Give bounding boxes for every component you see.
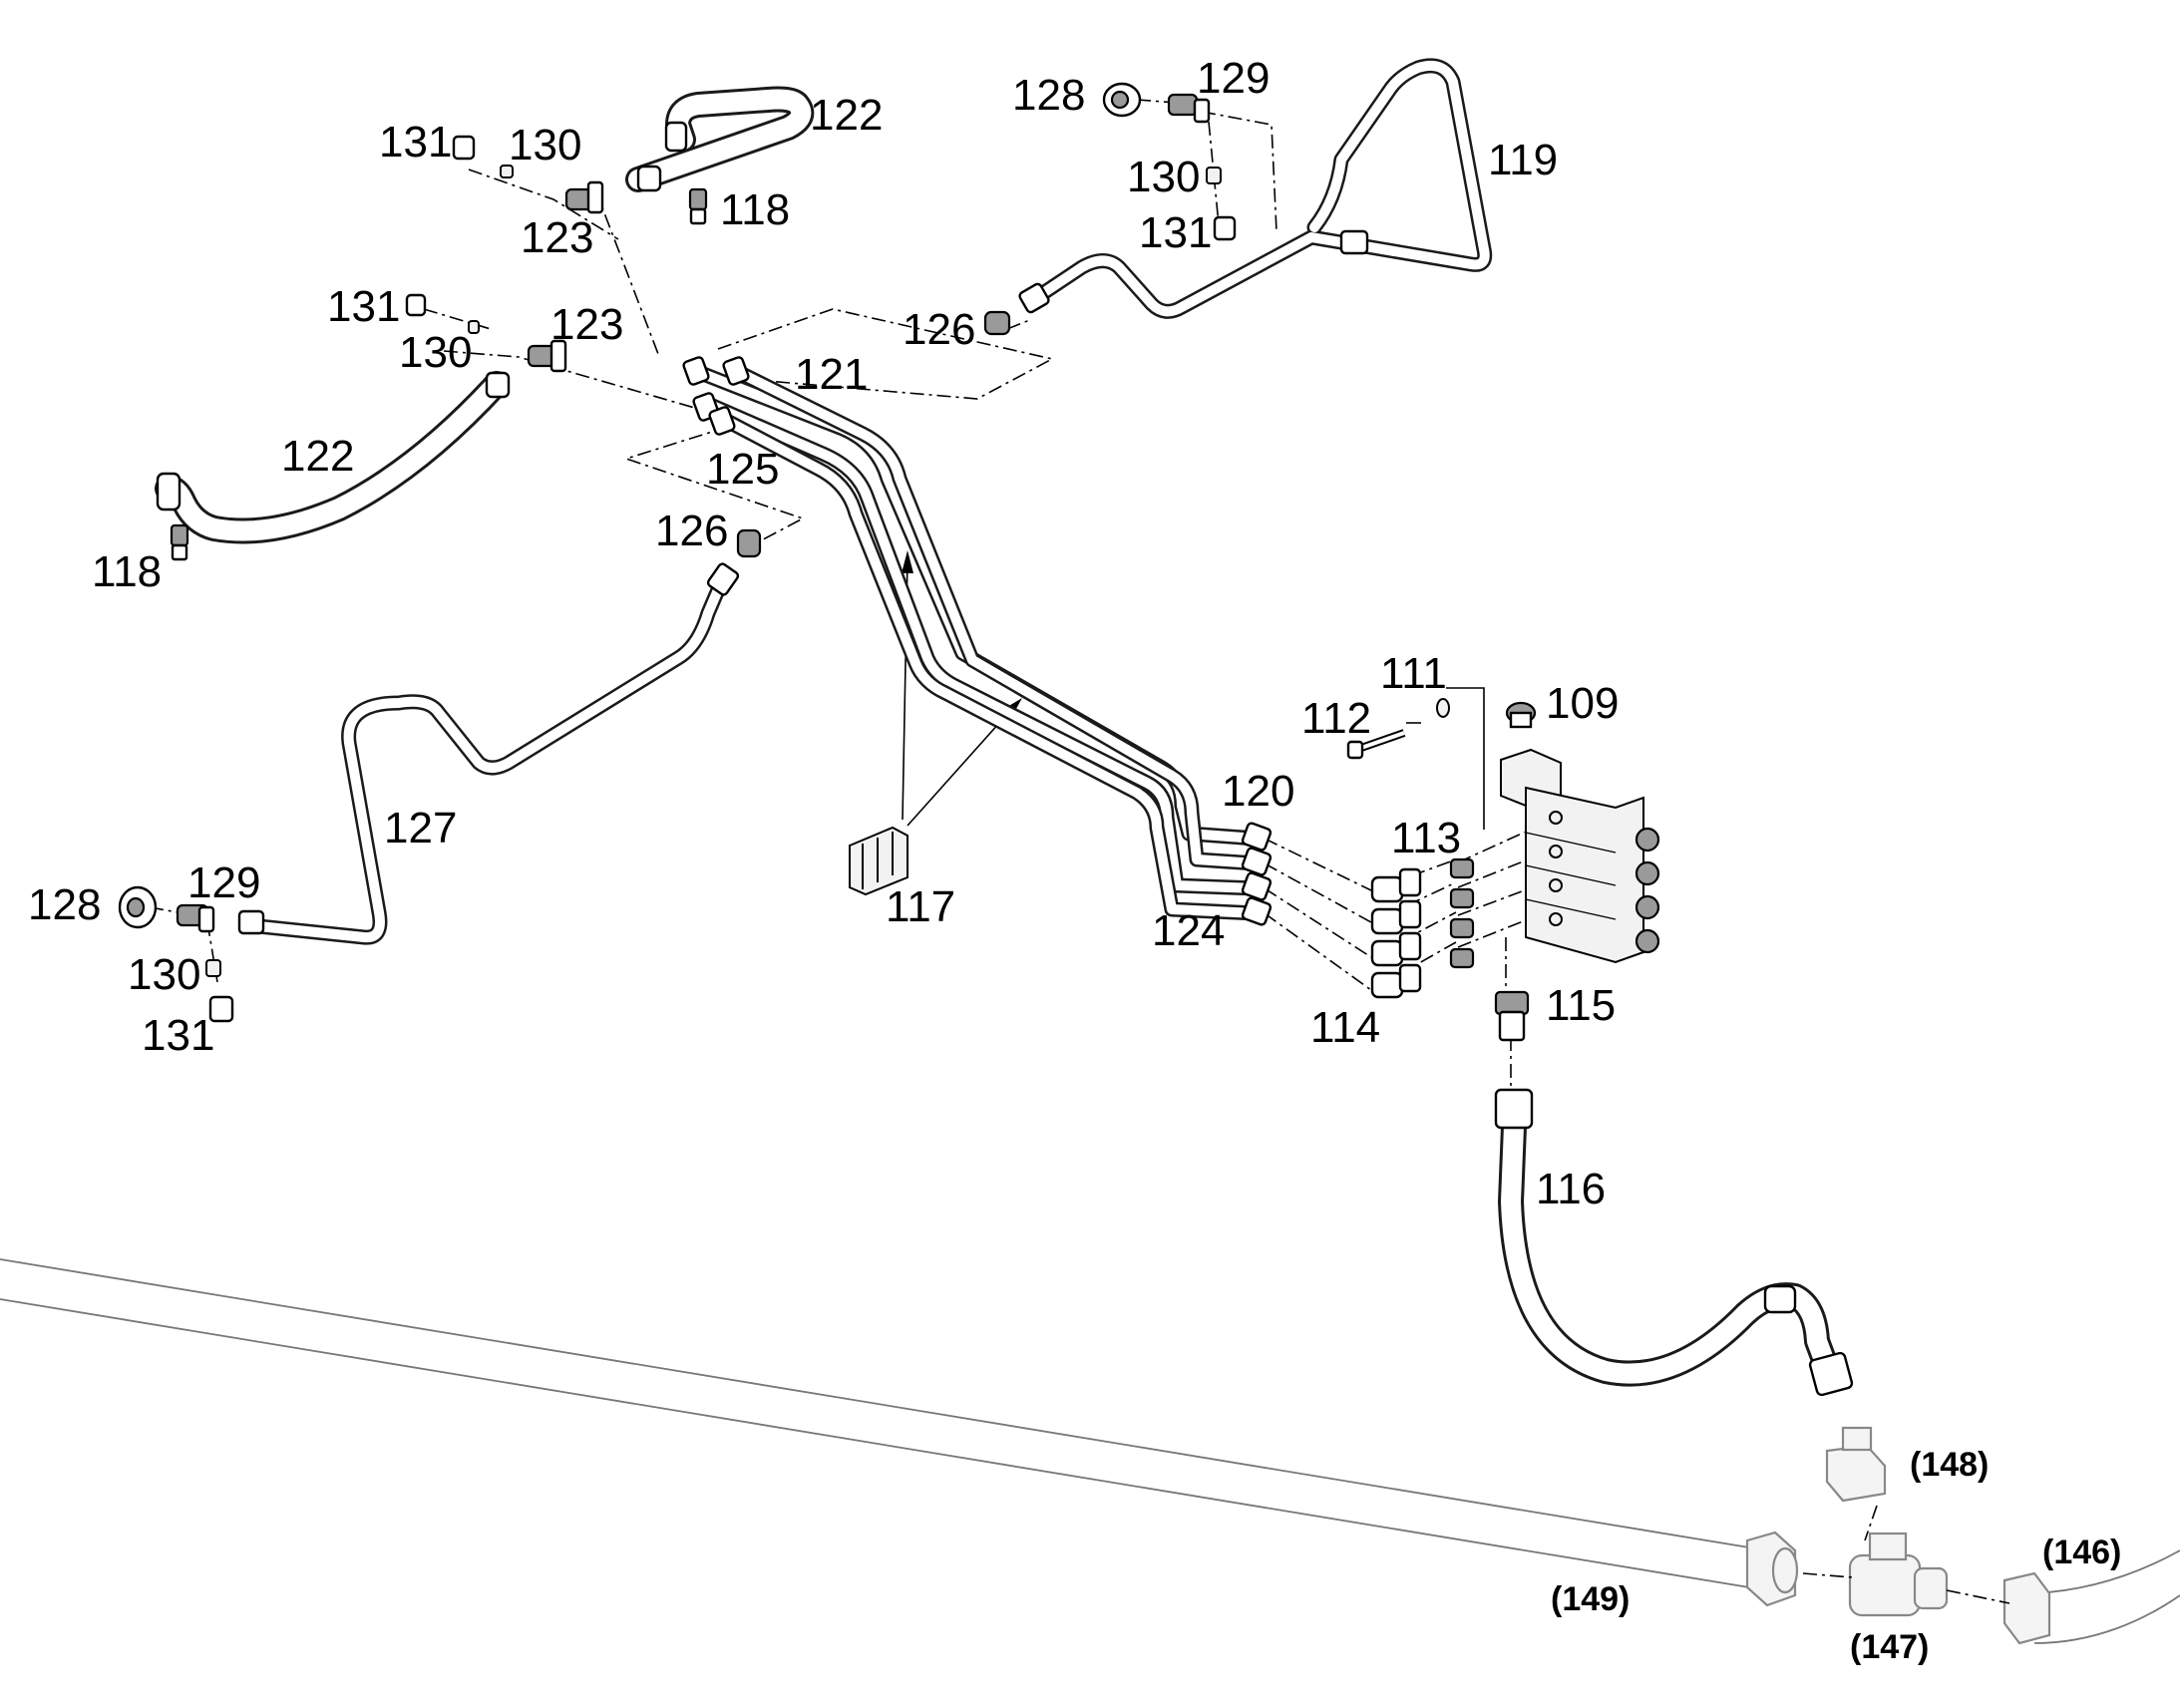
part-112-bolt [1346, 729, 1406, 760]
label-121: 121 [795, 350, 868, 399]
part-111-washer [1436, 698, 1450, 718]
label-147: (147) [1850, 1628, 1929, 1666]
label-115: 115 [1546, 981, 1616, 1030]
part-131-caps-upper [405, 135, 476, 317]
label-126-lower: 126 [655, 507, 728, 555]
hose-122-upper [625, 86, 815, 192]
label-112: 112 [1301, 694, 1371, 743]
part-130-131-top-right [1206, 167, 1237, 241]
part-124-elbows [1370, 867, 1422, 999]
label-131-mid-left: 131 [327, 282, 400, 331]
label-122-upper: 122 [810, 91, 883, 140]
part-123-tees [527, 180, 604, 373]
label-127: 127 [384, 804, 457, 853]
label-123-upper: 123 [521, 213, 593, 262]
part-146-nut [2002, 1571, 2051, 1645]
part-126-banjos [736, 310, 1011, 558]
label-113: 113 [1391, 814, 1461, 862]
label-129-lower: 129 [187, 858, 260, 907]
part-109-plug [1505, 701, 1537, 729]
label-130-upper-left: 130 [509, 121, 581, 170]
label-130-mid-left: 130 [399, 328, 472, 377]
valve-block [1500, 748, 1660, 964]
label-114: 114 [1310, 1003, 1380, 1052]
part-147-tee [1848, 1532, 1949, 1617]
label-109: 109 [1546, 679, 1619, 728]
part-128-top-right [1102, 82, 1142, 118]
label-130-lower-left: 130 [128, 950, 200, 999]
part-128-bottom-left [118, 885, 158, 929]
label-124: 124 [1152, 906, 1225, 955]
pipe-119 [1026, 58, 1493, 319]
part-149-union-nut [1745, 1531, 1799, 1607]
label-117: 117 [886, 882, 955, 931]
hose-122-lower [155, 371, 510, 544]
part-118-adapters [170, 187, 708, 561]
label-148: (148) [1910, 1446, 1989, 1484]
part-148-adapter [1825, 1426, 1887, 1503]
label-123-lower: 123 [550, 300, 623, 349]
label-149: (149) [1551, 1580, 1630, 1618]
part-130-131-bottom-left [205, 959, 234, 1023]
pipe-127 [241, 570, 731, 945]
label-116: 116 [1536, 1165, 1606, 1213]
part-116-hose-ends [1494, 1088, 1854, 1397]
label-129-upper: 129 [1197, 54, 1270, 103]
background-pipe-right [2033, 1549, 2180, 1644]
label-131-lower-left: 131 [142, 1011, 214, 1060]
label-120: 120 [1222, 767, 1294, 816]
label-128-lower: 128 [28, 880, 101, 929]
label-118-lower: 118 [92, 547, 162, 596]
label-131-upper-right: 131 [1139, 208, 1212, 257]
part-130-rings-upper [468, 165, 514, 334]
part-113-adapters [1449, 857, 1475, 969]
label-119: 119 [1488, 136, 1558, 184]
label-130-upper-right: 130 [1127, 153, 1200, 201]
label-128-upper: 128 [1012, 71, 1085, 120]
label-146: (146) [2042, 1534, 2121, 1571]
part-117-clamp [849, 826, 908, 896]
label-131-upper-left: 131 [379, 118, 452, 167]
part-115-adapter [1494, 990, 1530, 1042]
label-126-upper: 126 [903, 305, 975, 354]
callout-labels: 109 111 112 113 114 115 116 117 118 118 … [28, 54, 2121, 1666]
label-122-lower: 122 [281, 432, 354, 481]
hose-116 [1498, 1114, 1843, 1389]
pipe-end-nuts [237, 229, 1369, 935]
label-118-upper: 118 [720, 185, 790, 234]
hose-122-ends [156, 121, 688, 512]
frame-rail [0, 1258, 1756, 1589]
label-111: 111 [1380, 649, 1447, 698]
pipe-bundle-121-124 [690, 364, 1265, 921]
part-129-top-right [1167, 93, 1211, 124]
part-129-bottom-left [176, 903, 215, 933]
label-125: 125 [706, 445, 779, 494]
